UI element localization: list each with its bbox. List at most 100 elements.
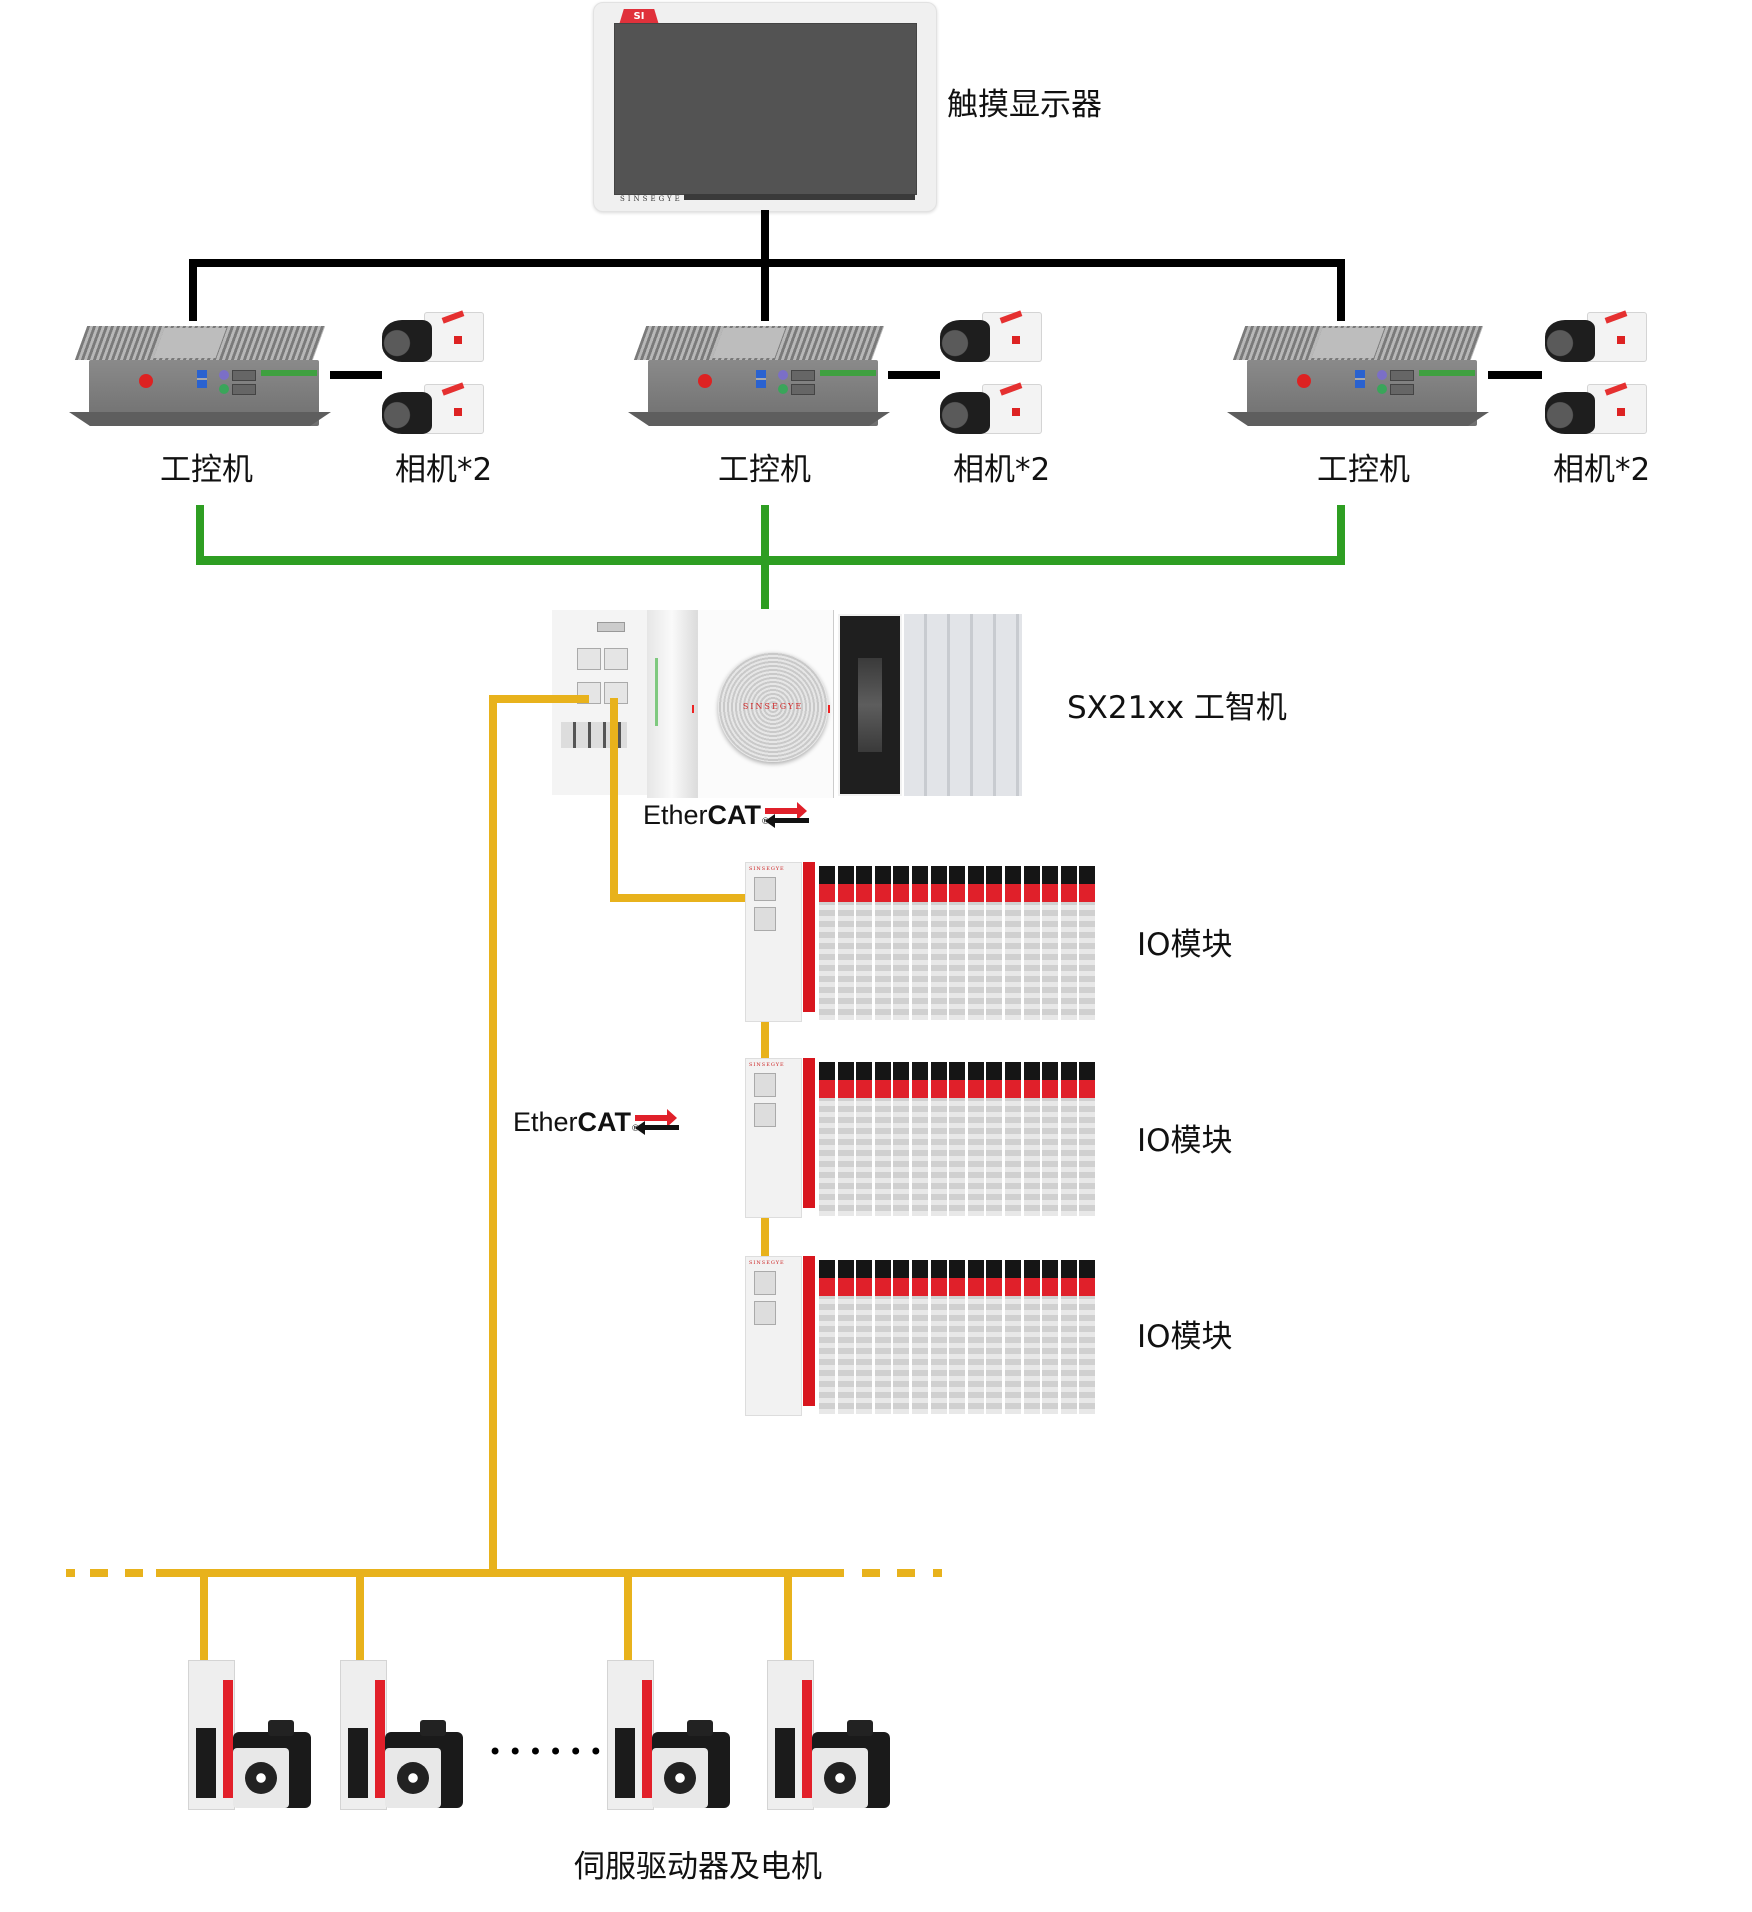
camera-lens-icon bbox=[1545, 320, 1595, 362]
camera-label-3: 相机*2 bbox=[1553, 452, 1651, 488]
controller-label: SX21xx 工智机 bbox=[1067, 690, 1287, 726]
ps2-port-icon bbox=[1377, 384, 1387, 394]
io-slice bbox=[1079, 866, 1096, 1020]
io-slice bbox=[930, 1062, 947, 1216]
ethercat-link-io-vertical bbox=[610, 698, 618, 902]
ethercat-link-servo-vertical bbox=[489, 695, 497, 1577]
io-slice bbox=[986, 1062, 1003, 1216]
status-led-bar bbox=[655, 658, 658, 726]
io-slice-led-cap bbox=[837, 1062, 854, 1098]
drive-stripe bbox=[802, 1680, 812, 1798]
com-port-icon bbox=[791, 384, 815, 395]
motor-flange bbox=[385, 1748, 441, 1808]
servo-label: 伺服驱动器及电机 bbox=[574, 1849, 822, 1885]
io-slice bbox=[1042, 1260, 1059, 1414]
servo-drop-3 bbox=[624, 1572, 632, 1662]
servo-unit-2 bbox=[340, 1660, 465, 1815]
bus-dash bbox=[897, 1569, 915, 1577]
io-slice-led-cap bbox=[930, 1260, 947, 1296]
io-slice-led-cap bbox=[986, 1062, 1003, 1098]
camera-2b bbox=[940, 378, 1045, 440]
io-chain-link-1 bbox=[761, 1020, 769, 1058]
io-slice bbox=[893, 1062, 910, 1216]
io-slice bbox=[1060, 1062, 1077, 1216]
com-port-icon bbox=[1390, 370, 1414, 381]
io-coupler: SINSEGYE bbox=[745, 1256, 802, 1416]
usb-port-icon bbox=[756, 370, 766, 388]
io-slice-led-cap bbox=[874, 1062, 891, 1098]
io-slice-led-cap bbox=[1023, 866, 1040, 902]
power-button-icon bbox=[1297, 374, 1311, 388]
terminal-block-icon bbox=[820, 370, 876, 376]
io-slice-led-cap bbox=[893, 1062, 910, 1098]
io-slice-led-cap bbox=[912, 1260, 928, 1296]
io-chain-link-2 bbox=[761, 1216, 769, 1256]
io-slice bbox=[856, 866, 873, 1020]
io-slice-led-cap bbox=[967, 1062, 984, 1098]
display-link-drop-3 bbox=[1337, 259, 1345, 321]
io-slice-led-cap bbox=[1005, 866, 1021, 902]
io-slice bbox=[1005, 866, 1021, 1020]
usb-port-icon bbox=[1355, 370, 1365, 388]
io-slice-led-cap bbox=[949, 1062, 966, 1098]
servo-unit-1 bbox=[188, 1660, 313, 1815]
mounting-flange bbox=[1227, 412, 1489, 426]
ps2-port-icon bbox=[1377, 370, 1387, 380]
lan-port-icon bbox=[754, 907, 776, 931]
io-status-rail bbox=[803, 1256, 815, 1406]
lan-port-icon bbox=[577, 648, 601, 670]
camera-label-2: 相机*2 bbox=[953, 452, 1051, 488]
io-slice bbox=[837, 1062, 854, 1216]
io-slice bbox=[1023, 1260, 1040, 1414]
camera-link-3 bbox=[1488, 371, 1542, 379]
io-module-2: SINSEGYE bbox=[745, 1058, 1100, 1218]
display-link-drop-2 bbox=[761, 259, 769, 321]
camera-lens-icon bbox=[382, 320, 432, 362]
io-slice-led-cap bbox=[1042, 866, 1059, 902]
io-slice-led-cap bbox=[1060, 1260, 1077, 1296]
io-module-label-2: IO模块 bbox=[1137, 1123, 1233, 1159]
brand-logo-badge: SI bbox=[619, 9, 659, 25]
ethercat-logo-2: EtherCAT® bbox=[513, 1107, 679, 1141]
io-slice bbox=[819, 1260, 835, 1414]
io-slice-led-cap bbox=[1079, 866, 1096, 902]
ps2-port-icon bbox=[778, 370, 788, 380]
io-module-3: SINSEGYE bbox=[745, 1256, 1100, 1416]
top-plate bbox=[712, 328, 786, 358]
camera-label-1: 相机*2 bbox=[395, 452, 493, 488]
io-slice-led-cap bbox=[837, 1260, 854, 1296]
ipc-link-bus bbox=[196, 556, 1345, 565]
io-slice-led-cap bbox=[1060, 1062, 1077, 1098]
camera-1b bbox=[382, 378, 487, 440]
io-slice-led-cap bbox=[1023, 1260, 1040, 1296]
industrial-pc-3 bbox=[1227, 326, 1489, 436]
touch-display: SI SINSEGYE bbox=[593, 2, 937, 212]
io-module-label-3: IO模块 bbox=[1137, 1319, 1233, 1355]
io-slice bbox=[874, 1260, 891, 1414]
ipc-label-2: 工控机 bbox=[718, 452, 811, 488]
io-slice bbox=[819, 1062, 835, 1216]
camera-link-2 bbox=[888, 371, 940, 379]
camera-3a bbox=[1545, 306, 1650, 368]
io-slice bbox=[1005, 1062, 1021, 1216]
display-window bbox=[858, 658, 882, 752]
servo-drop-4 bbox=[784, 1572, 792, 1662]
io-slice bbox=[837, 866, 854, 1020]
camera-2a bbox=[940, 306, 1045, 368]
motor-plug bbox=[687, 1720, 713, 1736]
ipc-link-drop-1 bbox=[196, 505, 204, 565]
ethercat-text-bold: CAT bbox=[577, 1107, 632, 1137]
io-slice bbox=[949, 1260, 966, 1414]
io-coupler: SINSEGYE bbox=[745, 1058, 802, 1218]
industrial-pc-2 bbox=[628, 326, 890, 436]
red-marker bbox=[692, 705, 694, 713]
terminal-block-icon bbox=[1419, 370, 1475, 376]
io-slice bbox=[1042, 866, 1059, 1020]
controller-display-panel bbox=[838, 614, 902, 796]
io-module-1: SINSEGYE bbox=[745, 862, 1100, 1022]
industrial-pc-1 bbox=[69, 326, 331, 436]
io-slice-led-cap bbox=[949, 1260, 966, 1296]
top-plate bbox=[153, 328, 227, 358]
brand-disc bbox=[718, 652, 828, 762]
io-slice bbox=[874, 1062, 891, 1216]
